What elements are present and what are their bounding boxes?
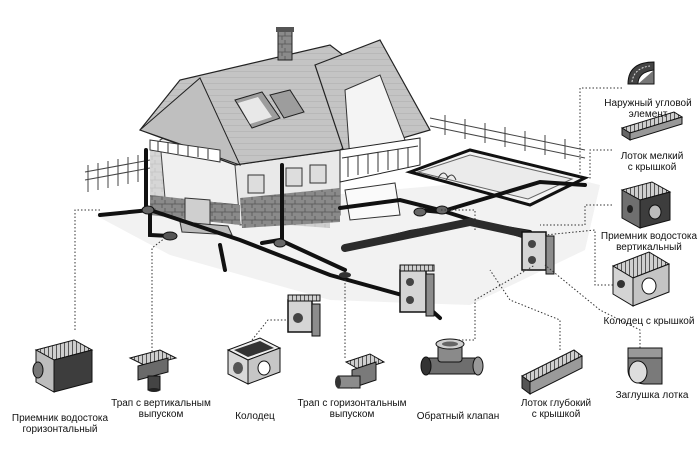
label-line: Наружный угловой	[598, 98, 698, 109]
trap-vertical-icon	[130, 350, 176, 392]
well-with-cover-icon	[613, 252, 669, 306]
label-outer-corner: Наружный угловой элемент	[598, 98, 698, 120]
outer-corner-icon	[628, 62, 654, 84]
label-line: вертикальный	[598, 242, 700, 253]
well-icon	[228, 338, 280, 384]
trap-horizontal-icon	[335, 354, 384, 388]
label-tray-end-cap: Заглушка лотка	[604, 390, 700, 401]
label-trap-horizontal: Трап с горизонтальным выпуском	[294, 398, 410, 420]
label-shallow-tray: Лоток мелкий с крышкой	[604, 151, 700, 173]
label-line: выпуском	[294, 409, 410, 420]
label-well-with-cover: Колодец с крышкой	[598, 316, 700, 327]
inlet-horizontal-icon	[33, 340, 92, 392]
label-line: Колодец	[228, 411, 282, 422]
label-trap-vertical: Трап с вертикальным выпуском	[108, 398, 214, 420]
check-valve-icon	[421, 339, 483, 375]
label-line: Заглушка лотка	[604, 390, 700, 401]
label-line: элемент	[598, 109, 698, 120]
label-line: Трап с горизонтальным	[294, 398, 410, 409]
label-check-valve: Обратный клапан	[410, 411, 506, 422]
label-line: горизонтальный	[8, 424, 112, 435]
label-line: с крышкой	[510, 409, 602, 420]
label-deep-tray: Лоток глубокий с крышкой	[510, 398, 602, 420]
label-inlet-horizontal: Приемник водостока горизонтальный	[8, 413, 112, 435]
label-line: с крышкой	[604, 162, 700, 173]
label-inlet-vertical: Приемник водостока вертикальный	[598, 231, 700, 253]
label-line: Приемник водостока	[598, 231, 700, 242]
label-line: Обратный клапан	[410, 411, 506, 422]
tray-end-cap-icon	[628, 348, 662, 384]
label-line: Приемник водостока	[8, 413, 112, 424]
label-well: Колодец	[228, 411, 282, 422]
deep-tray-icon	[522, 350, 582, 394]
inlet-vertical-icon	[622, 182, 670, 228]
label-line: Трап с вертикальным	[108, 398, 214, 409]
label-line: Лоток мелкий	[604, 151, 700, 162]
label-line: выпуском	[108, 409, 214, 420]
label-line: Лоток глубокий	[510, 398, 602, 409]
label-line: Колодец с крышкой	[598, 316, 700, 327]
